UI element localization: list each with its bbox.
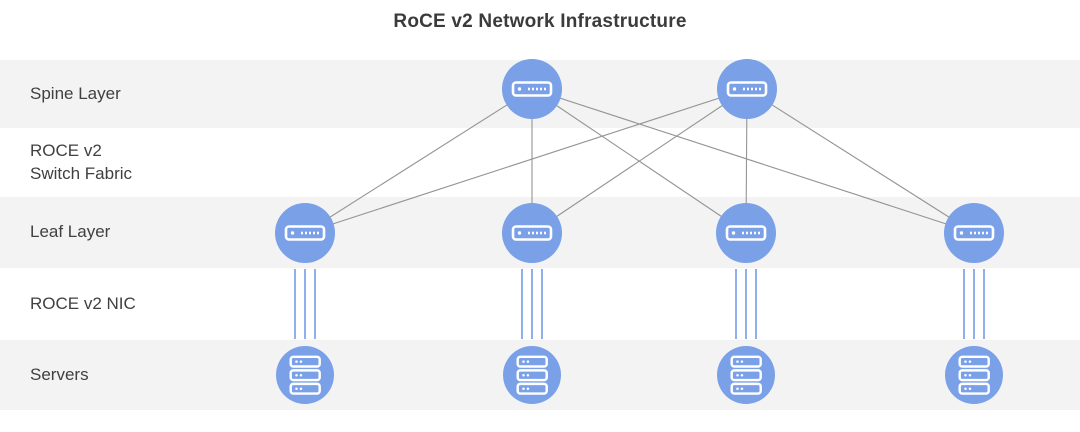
fabric-link-spine-2-leaf-4	[746, 88, 975, 234]
switch-icon	[511, 81, 553, 97]
fabric-link-spine-1-leaf-1	[304, 88, 533, 234]
fabric-link-spine-2-leaf-1	[304, 88, 748, 234]
server-icon	[730, 355, 762, 395]
layer-label-spine-layer: Spine Layer	[30, 83, 121, 103]
server-icon	[958, 355, 990, 395]
diagram-title: RoCE v2 Network Infrastructure	[393, 11, 687, 32]
switch-icon	[953, 225, 995, 241]
layer-label-servers: Servers	[30, 364, 89, 384]
switch-icon	[284, 225, 326, 241]
layer-label-leaf-layer: Leaf Layer	[30, 222, 111, 242]
server-1-node	[276, 346, 334, 404]
server-4-node	[945, 346, 1003, 404]
server-3-node	[717, 346, 775, 404]
layer-label-switch-fabric: ROCE v2 Switch Fabric	[30, 140, 133, 183]
server-icon	[516, 355, 548, 395]
layer-label-roce-nic: ROCE v2 NIC	[30, 293, 136, 313]
server-2-node	[503, 346, 561, 404]
leaf-2-node	[502, 203, 562, 263]
server-icon	[289, 355, 321, 395]
switch-icon	[511, 225, 553, 241]
leaf-1-node	[275, 203, 335, 263]
leaf-4-node	[944, 203, 1004, 263]
fabric-link-spine-1-leaf-4	[531, 88, 975, 234]
leaf-3-node	[716, 203, 776, 263]
switch-icon	[726, 81, 768, 97]
spine-2-node	[717, 59, 777, 119]
fabric-link-spine-2-leaf-2	[531, 88, 748, 234]
spine-1-node	[502, 59, 562, 119]
switch-icon	[725, 225, 767, 241]
